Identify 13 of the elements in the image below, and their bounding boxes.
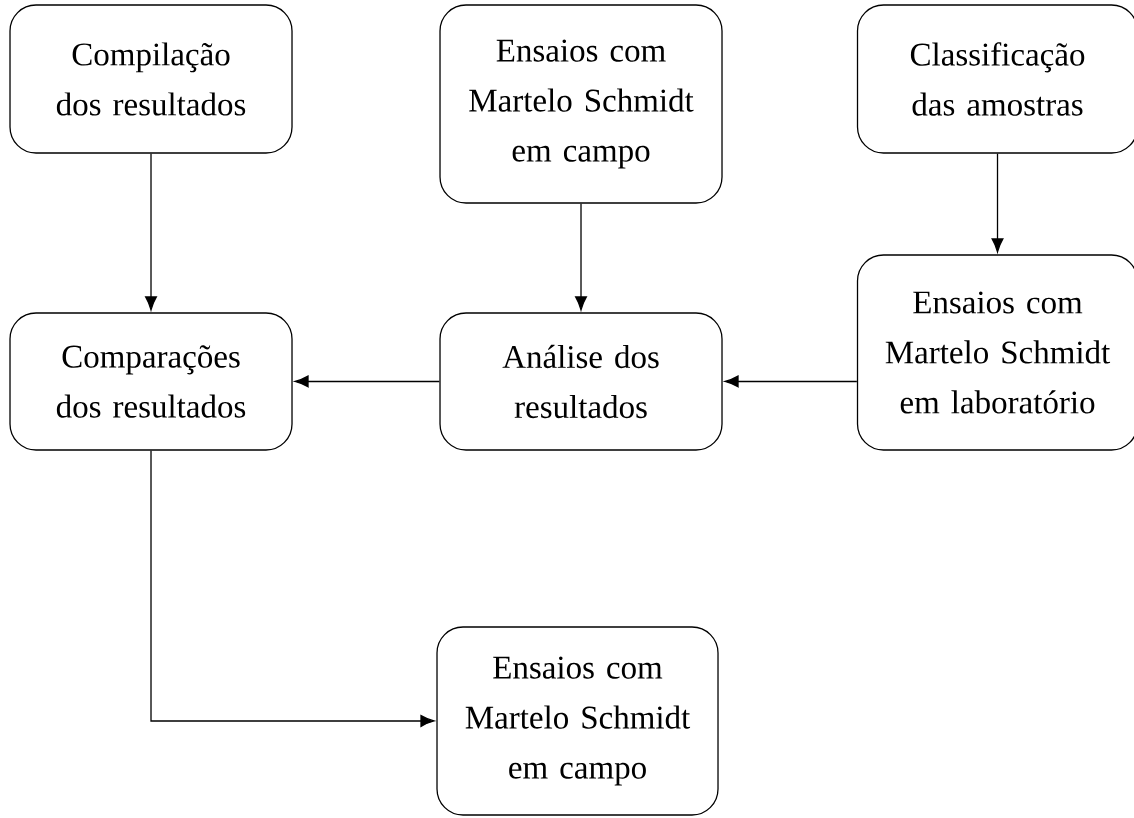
arrow <box>150 450 435 727</box>
process-box: Ensaios com Martelo Schmidt em campo <box>439 4 723 204</box>
process-box: Análise dos resultados <box>439 312 723 451</box>
arrow <box>724 375 858 388</box>
process-box: Ensaios com Martelo Schmidt em laboratório <box>856 254 1134 451</box>
arrow <box>991 153 1004 253</box>
process-box: Compilação dos resultados <box>9 4 293 154</box>
process-box: Classificação das amostras <box>856 4 1134 154</box>
arrow <box>575 203 587 311</box>
process-box: Comparações dos resultados <box>9 312 293 451</box>
arrow <box>145 153 157 311</box>
process-box: Ensaios com Martelo Schmidt em campo <box>436 626 719 816</box>
arrow <box>294 375 440 388</box>
